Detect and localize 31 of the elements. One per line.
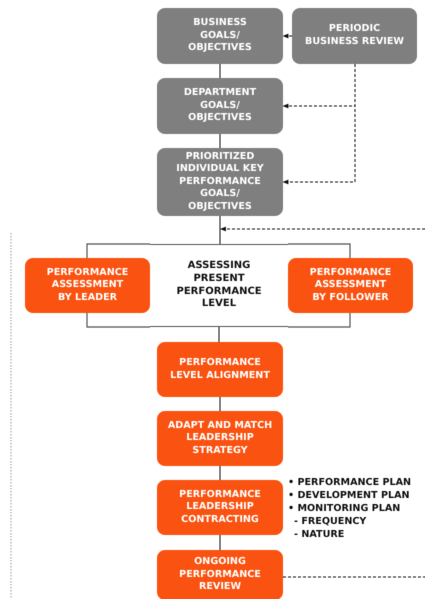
process-box [157,8,283,64]
node-label: PRIORITIZED INDIVIDUAL KEY PERFORMANCE GOALS/ OBJECTIVES [175,150,265,214]
process-box [157,480,283,535]
node-label: PERIODIC BUSINESS REVIEW [304,23,404,49]
process-box [157,148,283,216]
bullet-item: • PERFORMANCE PLAN [288,477,412,490]
node-label: PERFORMANCE ASSESSMENT BY FOLLOWER [308,266,392,304]
arrow [282,34,292,38]
node-label: PERFORMANCE ASSESSMENT BY LEADER [46,266,130,304]
bullet-item: • DEVELOPMENT PLAN [288,490,410,503]
process-box [157,78,283,134]
connector-line [218,326,220,342]
arrow [282,64,356,184]
process-box [157,411,283,466]
node-label: ADAPT AND MATCH LEADERSHIP STRATEGY [166,420,274,458]
process-box [25,258,150,313]
process-box [292,8,417,64]
node-label: DEPARTMENT GOALS/ OBJECTIVES [182,87,258,125]
process-box [157,550,283,599]
bullet-item: - FREQUENCY [294,516,366,529]
bullet-item: • MONITORING PLAN [288,503,400,516]
node-label: PERFORMANCE LEVEL ALIGNMENT [170,356,270,382]
node-label: PERFORMANCE LEADERSHIP CONTRACTING [178,488,262,526]
bullet-item: - NATURE [294,529,344,542]
node-label: BUSINESS GOALS/ OBJECTIVES [187,17,253,55]
process-box [288,258,413,313]
connector-line [282,576,425,578]
node-label: ASSESSING PRESENT PERFORMANCE LEVEL [176,260,262,311]
process-box [157,342,283,397]
node-label: ONGOING PERFORMANCE REVIEW [178,556,262,594]
arrow [220,226,425,232]
